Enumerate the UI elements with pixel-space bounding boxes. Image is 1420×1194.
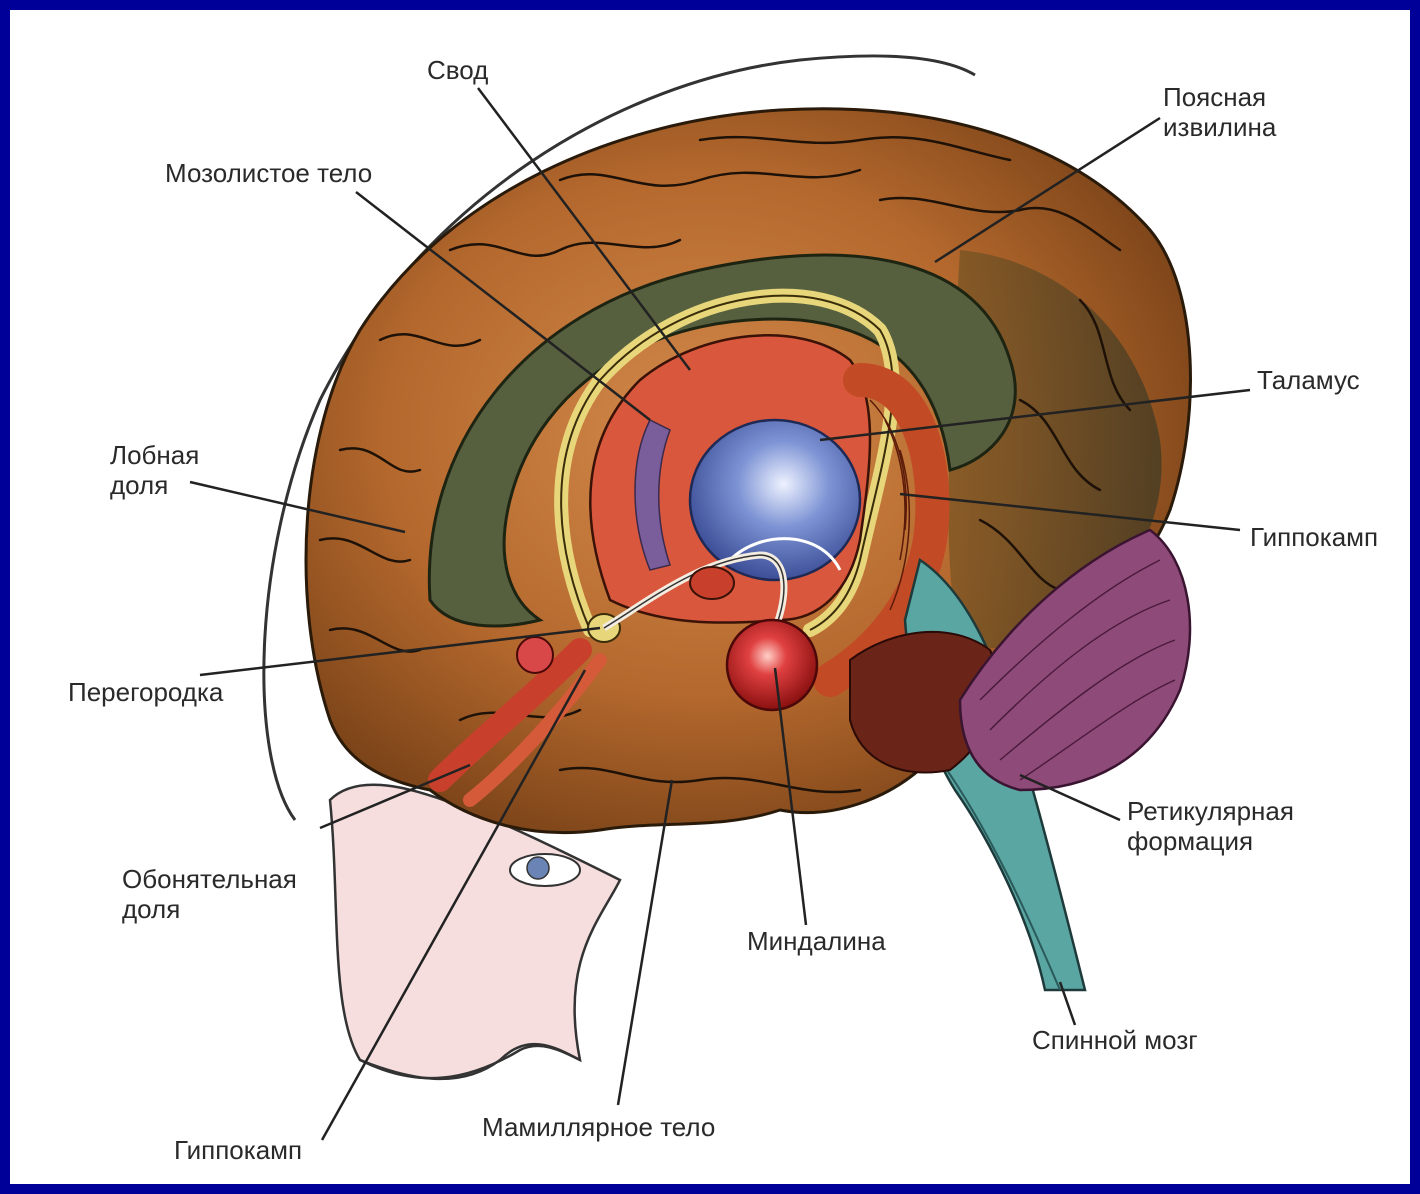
label-septum: Перегородка xyxy=(68,677,223,707)
label-hippocampus-bottom: Гиппокамп xyxy=(174,1135,302,1165)
mamillary-body xyxy=(690,567,734,599)
amygdala xyxy=(727,620,817,710)
label-hippocampus-right: Гиппокамп xyxy=(1250,522,1378,552)
label-corpus-callosum: Мозолистое тело xyxy=(165,158,372,188)
label-spinal-cord: Спинной мозг xyxy=(1032,1025,1198,1055)
label-mamillary-body: Мамиллярное тело xyxy=(482,1112,715,1142)
label-svod: Свод xyxy=(427,55,488,85)
label-amygdala: Миндалина xyxy=(747,926,886,956)
label-thalamus: Таламус xyxy=(1257,365,1360,395)
